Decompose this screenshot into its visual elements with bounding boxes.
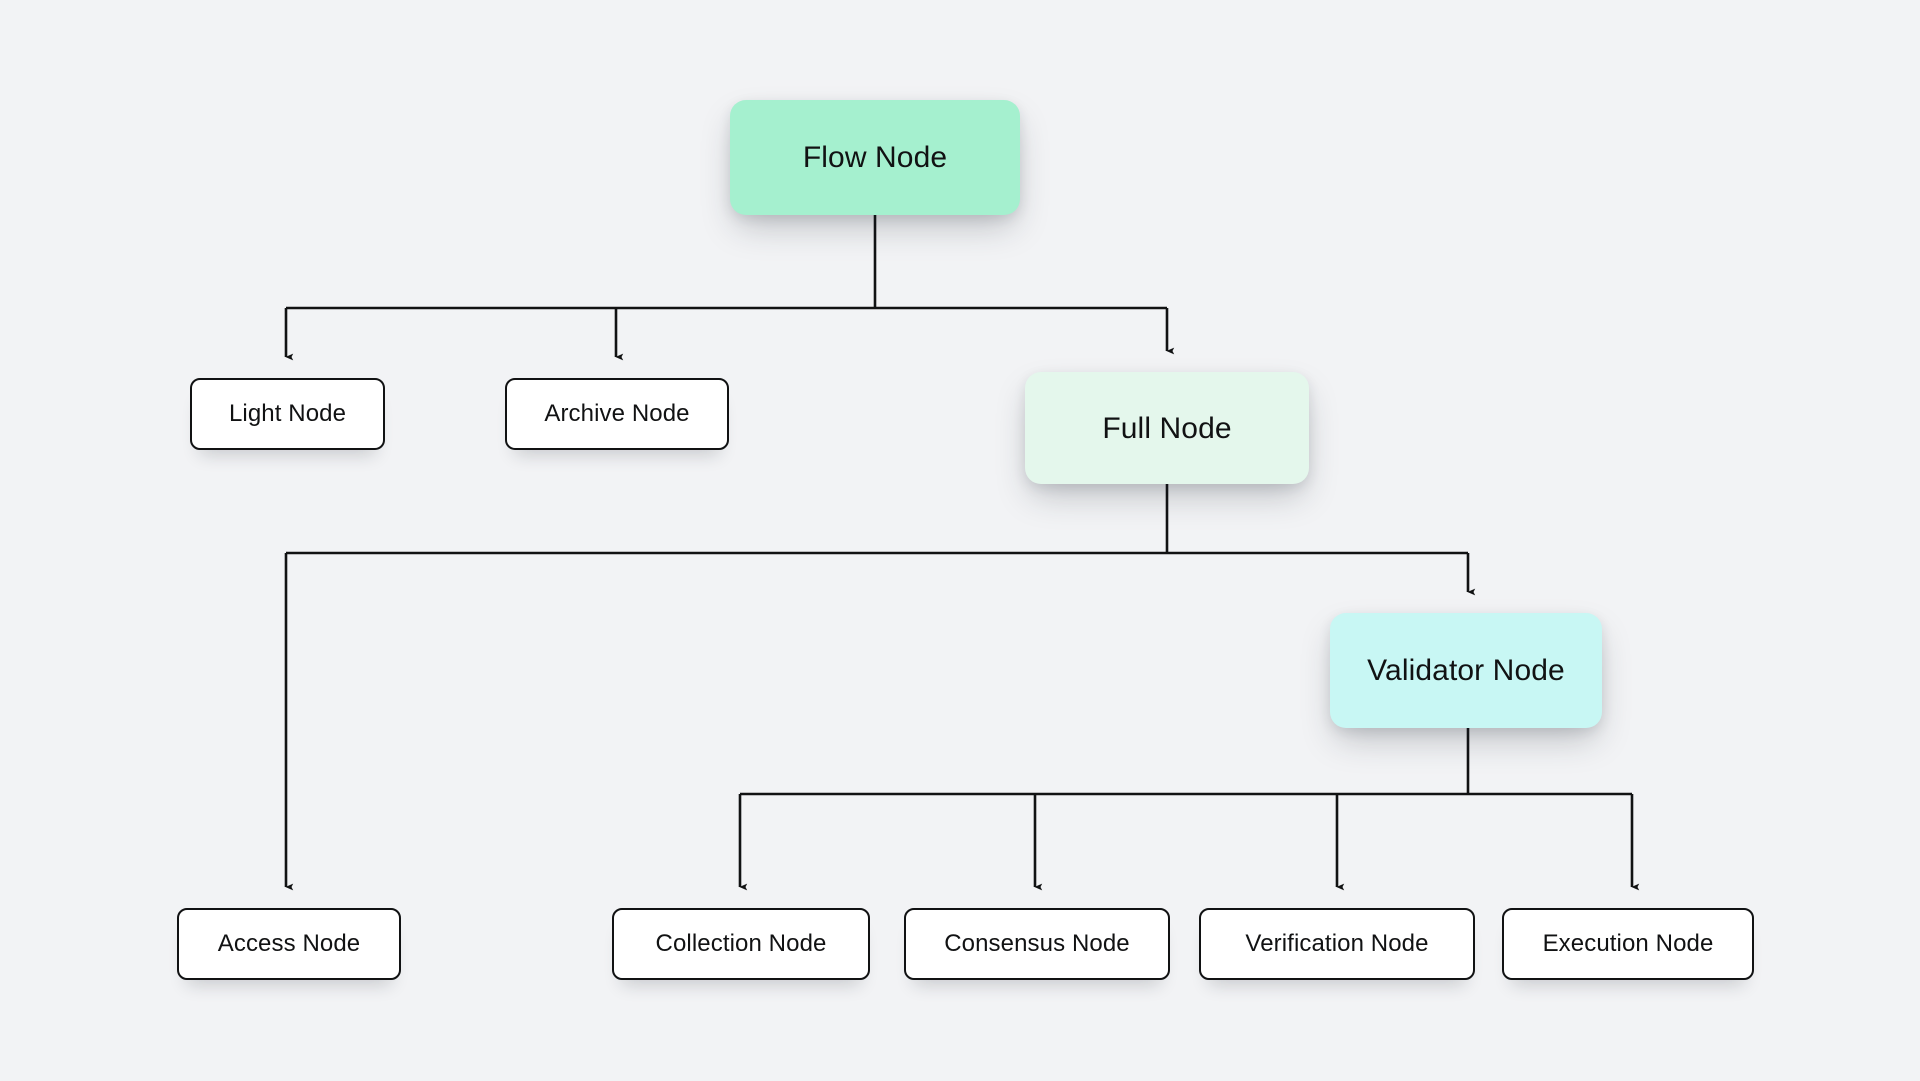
node-full-node[interactable]: Full Node bbox=[1025, 372, 1309, 484]
node-collection-node-label: Collection Node bbox=[655, 929, 827, 957]
node-access-node[interactable]: Access Node bbox=[177, 908, 401, 980]
node-verification-node-label: Verification Node bbox=[1245, 929, 1429, 957]
node-validator-node[interactable]: Validator Node bbox=[1330, 613, 1602, 728]
node-flow-node-label: Flow Node bbox=[802, 141, 948, 174]
node-execution-node[interactable]: Execution Node bbox=[1502, 908, 1754, 980]
node-verification-node[interactable]: Verification Node bbox=[1199, 908, 1475, 980]
node-full-node-label: Full Node bbox=[1102, 411, 1232, 445]
node-access-node-label: Access Node bbox=[217, 929, 361, 957]
node-flow-node[interactable]: Flow Node bbox=[730, 100, 1020, 215]
node-consensus-node-label: Consensus Node bbox=[944, 929, 1130, 957]
node-light-node-label: Light Node bbox=[228, 399, 347, 427]
node-validator-node-label: Validator Node bbox=[1367, 654, 1565, 687]
node-archive-node[interactable]: Archive Node bbox=[505, 378, 729, 450]
node-archive-node-label: Archive Node bbox=[544, 399, 690, 427]
node-execution-node-label: Execution Node bbox=[1542, 929, 1714, 957]
node-consensus-node[interactable]: Consensus Node bbox=[904, 908, 1170, 980]
node-collection-node[interactable]: Collection Node bbox=[612, 908, 870, 980]
node-light-node[interactable]: Light Node bbox=[190, 378, 385, 450]
